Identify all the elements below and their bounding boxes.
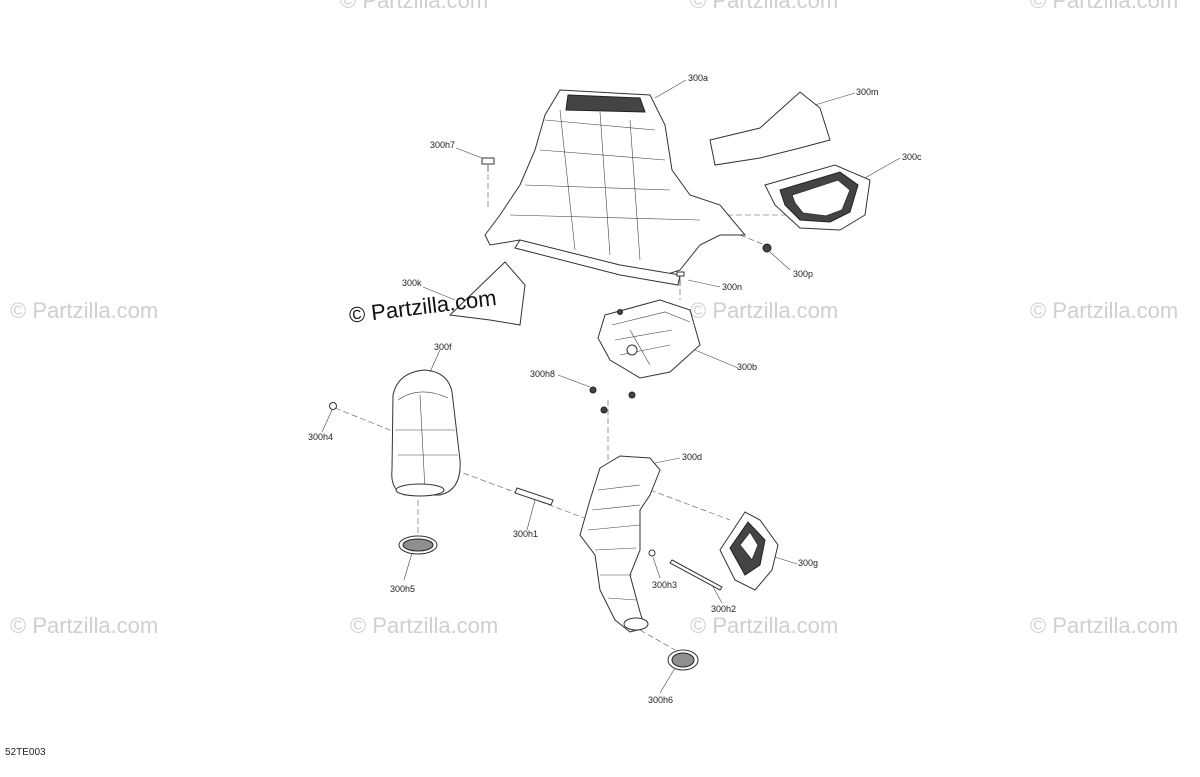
- part-300f-intake-duct: [391, 369, 461, 497]
- part-300h1-tube: [514, 487, 554, 506]
- part-300h4-nut: [329, 402, 337, 410]
- callout-300b: 300b: [737, 362, 757, 372]
- watermark-grid: © Partzilla.com © Partzilla.com © Partzi…: [10, 0, 1178, 638]
- watermark-faint: © Partzilla.com: [340, 0, 488, 13]
- watermark-faint: © Partzilla.com: [1030, 0, 1178, 13]
- part-300a-upper-panel: [484, 89, 747, 286]
- callout-300d: 300d: [682, 452, 702, 462]
- callout-300h4: 300h4: [308, 432, 333, 442]
- callout-300c: 300c: [902, 152, 922, 162]
- part-300g-cover: [719, 511, 779, 591]
- part-300h7-push-rivet: [481, 157, 495, 172]
- part-300m-gasket: [709, 91, 831, 166]
- callout-300h6: 300h6: [648, 695, 673, 705]
- part-300b-bracket: [597, 299, 701, 379]
- watermark-faint: © Partzilla.com: [350, 613, 498, 638]
- part-300n-screw: [676, 271, 685, 286]
- callout-300h8: 300h8: [530, 369, 555, 379]
- diagram-code: 52TE003: [5, 747, 46, 758]
- part-300h3-washer: [648, 549, 656, 557]
- callout-labels: 300a 300m 300c 300h7 300p 300n 300k 300f…: [308, 73, 922, 705]
- callout-300m: 300m: [856, 87, 879, 97]
- callout-300f: 300f: [434, 342, 452, 352]
- callout-300n: 300n: [722, 282, 742, 292]
- callout-300h2: 300h2: [711, 604, 736, 614]
- watermark-faint: © Partzilla.com: [1030, 298, 1178, 323]
- part-300p-grommet: [762, 243, 772, 253]
- leader-lines: [321, 79, 901, 694]
- watermark-faint: © Partzilla.com: [690, 0, 838, 13]
- callout-300h1: 300h1: [513, 529, 538, 539]
- watermark-faint: © Partzilla.com: [10, 613, 158, 638]
- part-300d-intake-hose: [579, 455, 661, 633]
- part-300h6-clamp: [667, 649, 699, 671]
- callout-300a: 300a: [688, 73, 708, 83]
- watermark-faint: © Partzilla.com: [690, 613, 838, 638]
- callout-300h3: 300h3: [652, 580, 677, 590]
- part-300c-frame: [764, 164, 871, 231]
- part-300k-panel: [448, 261, 526, 326]
- watermark-faint: © Partzilla.com: [690, 298, 838, 323]
- callout-300k: 300k: [402, 278, 422, 288]
- callout-300g: 300g: [798, 558, 818, 568]
- part-300h5-clamp: [398, 535, 438, 555]
- callout-300h7: 300h7: [430, 140, 455, 150]
- watermark-main: © Partzilla.com: [348, 285, 498, 328]
- part-300h8-screws: [589, 309, 636, 414]
- watermark-faint: © Partzilla.com: [10, 298, 158, 323]
- callout-300h5: 300h5: [390, 584, 415, 594]
- watermark-faint: © Partzilla.com: [1030, 613, 1178, 638]
- callout-300p: 300p: [793, 269, 813, 279]
- part-300h2-bolt: [669, 559, 723, 591]
